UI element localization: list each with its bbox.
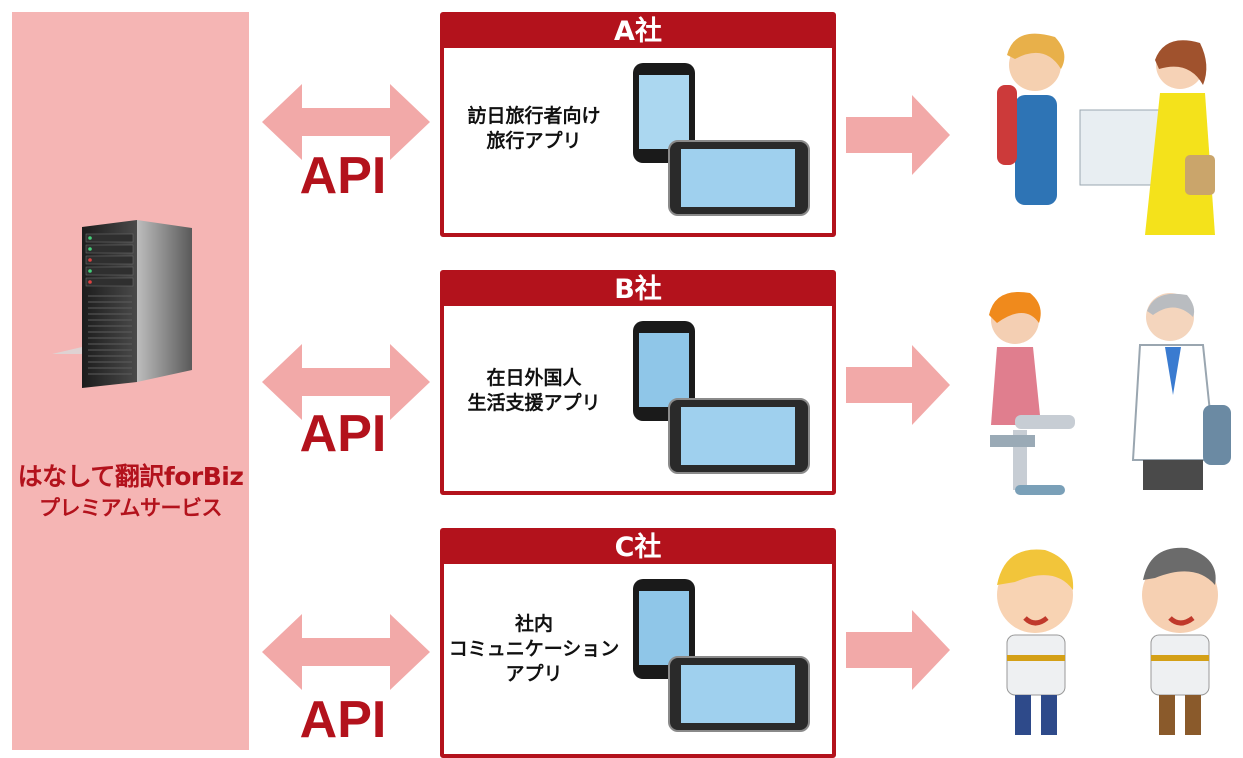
smartphone-tablet-icon [633,579,810,732]
service-panel: はなして翻訳forBiz プレミアムサービス [12,12,249,750]
app-name-b: 在日外国人 生活支援アプリ [467,367,601,414]
api-label-c: API [299,691,387,749]
output-arrow-c [846,610,950,690]
coworkers-illustration [997,547,1218,735]
smartphone-tablet-icon [633,321,810,474]
api-arrow-c [262,614,430,690]
api-label-a: API [299,147,387,205]
company-box-c: C社 社内 コミュニケーション アプリ [440,528,836,758]
service-name: はなして翻訳forBiz [17,462,244,491]
server-icon [52,220,192,388]
company-header-c: C社 [444,532,832,564]
api-arrow-a [262,84,430,160]
company-header-b: B社 [444,274,832,306]
tourists-illustration [997,33,1215,235]
api-arrow-b [262,344,430,420]
app-name-a: 訪日旅行者向け 旅行アプリ [467,105,601,152]
output-arrow-b [846,345,950,425]
company-box-b: B社 在日外国人 生活支援アプリ [440,270,836,495]
app-name-c: 社内 コミュニケーション アプリ [448,613,620,685]
company-box-a: A社 訪日旅行者向け 旅行アプリ [440,12,836,237]
output-arrow-a [846,95,950,175]
doctor-patient-illustration [989,291,1231,495]
service-subtitle: プレミアムサービス [38,496,223,520]
api-label-b: API [299,405,387,463]
company-header-a: A社 [444,16,832,48]
smartphone-tablet-icon [633,63,810,216]
